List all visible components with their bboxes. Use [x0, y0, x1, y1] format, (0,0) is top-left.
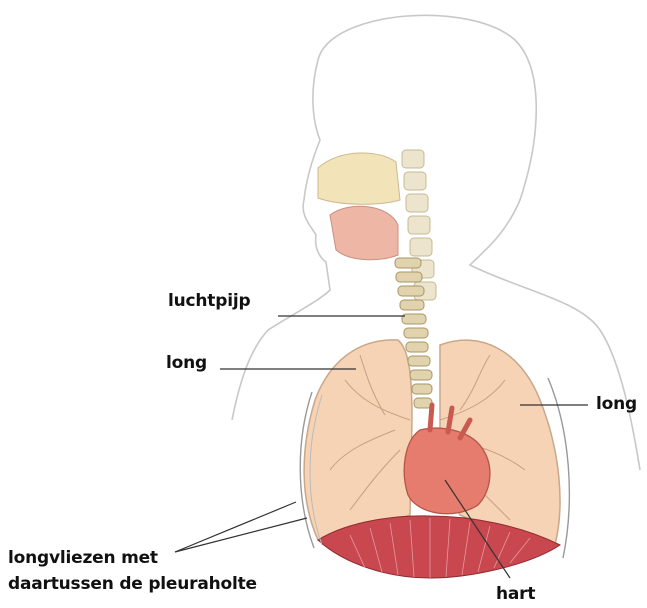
nasal-cavity	[318, 153, 400, 204]
oral-cavity	[330, 206, 398, 259]
label-lung-right: long	[596, 396, 637, 413]
label-pleura: longvliezen met daartussen de pleuraholt…	[8, 545, 257, 598]
label-lung-left: long	[166, 355, 207, 372]
label-pleura-line1: longvliezen met	[8, 545, 257, 571]
label-trachea: luchtpijp	[168, 293, 250, 310]
label-heart: hart	[496, 586, 535, 603]
label-pleura-line2: daartussen de pleuraholte	[8, 571, 257, 597]
body-outline	[232, 15, 640, 470]
left-lung	[304, 340, 412, 540]
